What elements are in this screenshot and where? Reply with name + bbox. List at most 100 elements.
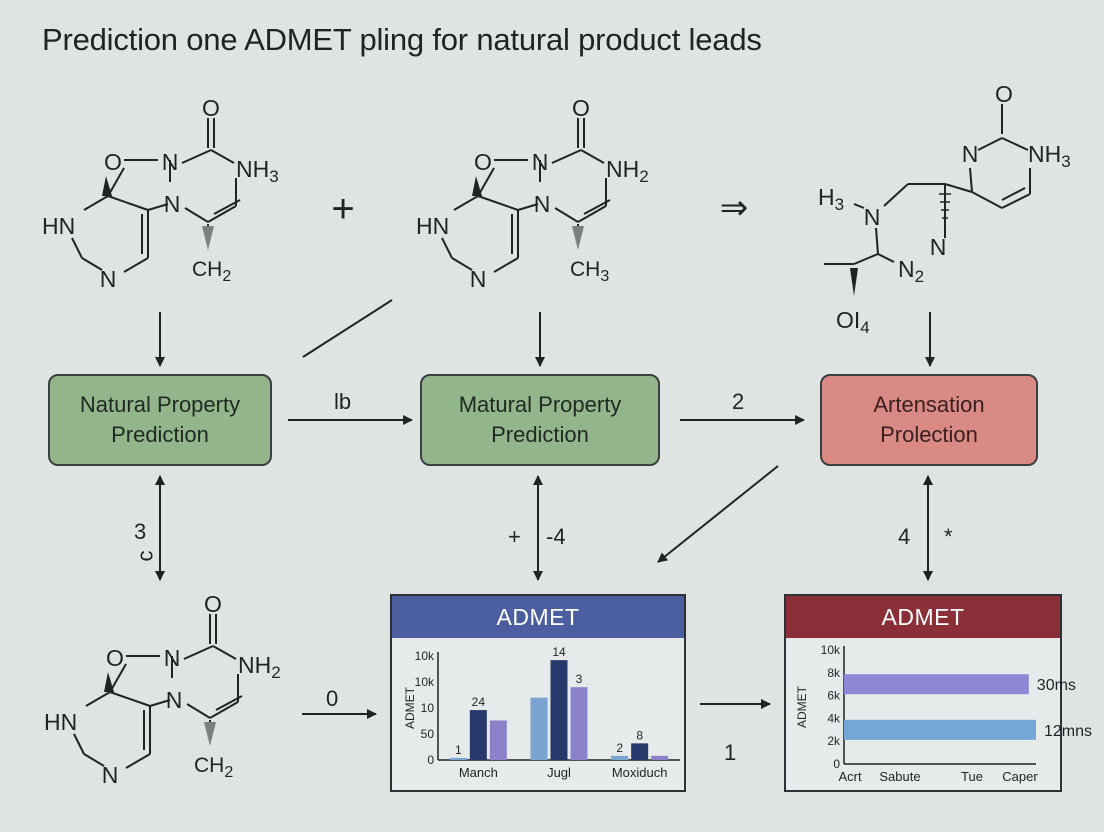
bar [611, 755, 629, 760]
atom-label: NH3 [1028, 141, 1071, 171]
bar-data-label: 3 [576, 672, 583, 686]
atom-label: OI4 [836, 307, 870, 337]
x-tick-label: Moxiduch [612, 765, 668, 780]
bar [651, 755, 669, 760]
atom-label: O [474, 149, 492, 175]
atom-label: N [532, 149, 549, 175]
bar-data-label: 14 [552, 645, 566, 659]
atom-label: N [534, 191, 551, 217]
implies-operator: ⇒ [720, 189, 749, 227]
atom-label: NH3 [236, 156, 279, 186]
x-tick-label: Sabute [879, 769, 920, 784]
panel-header: ADMET [392, 596, 684, 638]
atom-label: O [104, 149, 122, 175]
atom-label: HN [42, 213, 75, 239]
atom-label: N [164, 191, 181, 217]
atom-label: N [164, 645, 181, 671]
x-tick-label: Tue [961, 769, 983, 784]
y-tick-label: 2k [827, 734, 841, 748]
atom-label: O [572, 95, 590, 121]
atom-label: N [100, 266, 117, 292]
y-tick-label: 50 [421, 727, 435, 741]
y-axis-label: ADMET [795, 685, 809, 728]
bar-data-label: 8 [636, 728, 643, 742]
bar [550, 660, 568, 760]
bar-data-label: 2 [616, 741, 623, 755]
bar [449, 757, 467, 760]
plus-operator: + [331, 187, 354, 231]
arrow-label-mid-to-right: 2 [732, 389, 745, 414]
y-tick-label: 10 [421, 701, 435, 715]
bar-data-label: 24 [472, 695, 486, 709]
box-artensation-prolection: Artensation Prolection [820, 374, 1038, 466]
panel-header: ADMET [786, 596, 1060, 638]
atom-label: H3 [818, 184, 844, 214]
arrow-label-mol-to-panel: 0 [326, 686, 339, 711]
atom-label: O [204, 591, 222, 617]
atom-label: N [930, 234, 947, 260]
bar-data-label: 1 [455, 743, 462, 757]
atom-label: N [864, 204, 881, 230]
bar [530, 697, 548, 760]
box-natural-property-prediction: Natural Property Prediction [48, 374, 272, 466]
y-tick-label: 6k [827, 689, 841, 703]
atom-label: N2 [898, 256, 924, 286]
atom-label: HN [44, 709, 77, 735]
bar-data-label: 30ms [1037, 677, 1076, 694]
page-title: Prediction one ADMET pling for natural p… [42, 22, 762, 57]
molecule-3: O N NH3 H3 N N N2 OI4 [818, 81, 1071, 337]
arrow-label-mid-num: -4 [546, 524, 566, 549]
box-matural-property-prediction: Matural Property Prediction [420, 374, 660, 466]
bar [469, 710, 487, 760]
atom-label: N [162, 149, 179, 175]
atom-label: N [102, 762, 119, 788]
x-tick-label: Acrt [838, 769, 862, 784]
y-axis-label: ADMET [403, 686, 417, 729]
molecule-1: O O N NH3 HN N N CH2 [42, 95, 279, 292]
y-tick-label: 10k [821, 643, 841, 657]
bar-data-label: 12mns [1044, 723, 1092, 740]
arrow-label-left-vertical-num: 3 [134, 519, 147, 544]
arrow-right-to-panel [657, 465, 779, 563]
y-tick-label: 8k [827, 666, 841, 680]
y-tick-label: 10k [415, 675, 435, 689]
arrow-label-panel-to-panel: 1 [724, 740, 737, 765]
atom-label: NH2 [238, 652, 281, 682]
atom-label: O [106, 645, 124, 671]
atom-label: CH2 [194, 754, 233, 781]
bar [489, 720, 507, 760]
atom-label: CH3 [570, 258, 609, 285]
bar [844, 719, 1036, 740]
arrow-label-right-num: 4 [898, 524, 911, 549]
bar-chart-right: 10k 8k 6k 4k 2k 0 ADMET Acrt Sabute Tue Caper 30ms 1… [795, 643, 1092, 784]
arrow-label-right-star: * [944, 524, 953, 549]
atom-label: CH2 [192, 258, 231, 285]
arrow-label-mid-plus: + [508, 524, 521, 549]
atom-label: N [470, 266, 487, 292]
atom-label: NH2 [606, 156, 649, 186]
y-tick-label: 0 [833, 757, 840, 771]
bar [570, 687, 588, 760]
x-tick-label: Manch [459, 765, 498, 780]
molecule-4: O O N NH2 HN N N CH2 [44, 591, 281, 788]
atom-label: O [995, 81, 1013, 107]
x-tick-label: Caper [1002, 769, 1038, 784]
atom-label: HN [416, 213, 449, 239]
y-tick-label: 4k [827, 711, 841, 725]
atom-label: O [202, 95, 220, 121]
molecule-2: O O N NH2 HN N N CH3 [416, 95, 649, 292]
connector-line [302, 299, 393, 358]
atom-label: N [166, 687, 183, 713]
bar [844, 674, 1029, 695]
atom-label: N [962, 141, 979, 167]
x-tick-label: Jugl [547, 765, 571, 780]
admet-panel-right: ADMET 10k 8k 6k 4k 2k 0 ADMET Acrt Sabute Tue Cape… [784, 594, 1092, 792]
bar [631, 743, 649, 760]
y-tick-label: 0 [427, 753, 434, 767]
arrow-label-left-vertical-letter: c [132, 550, 158, 562]
y-tick-label: 10k [415, 649, 435, 663]
arrow-label-left-to-mid: lb [334, 389, 352, 414]
